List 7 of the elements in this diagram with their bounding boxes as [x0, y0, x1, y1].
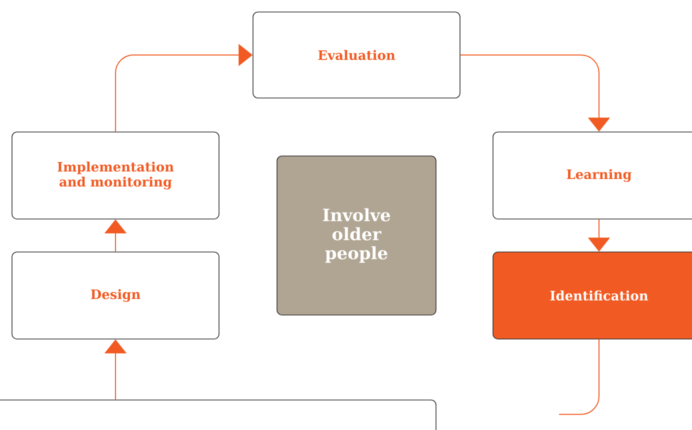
highlighted-box: Identification	[492, 252, 692, 340]
process-box: Implementation and monitoring	[12, 132, 220, 220]
process-box: Learning	[492, 132, 692, 220]
process-box: Evaluation	[252, 12, 460, 98]
process-box: Design	[12, 252, 220, 340]
central-box: Involve older people	[276, 156, 436, 316]
box	[0, 400, 436, 430]
